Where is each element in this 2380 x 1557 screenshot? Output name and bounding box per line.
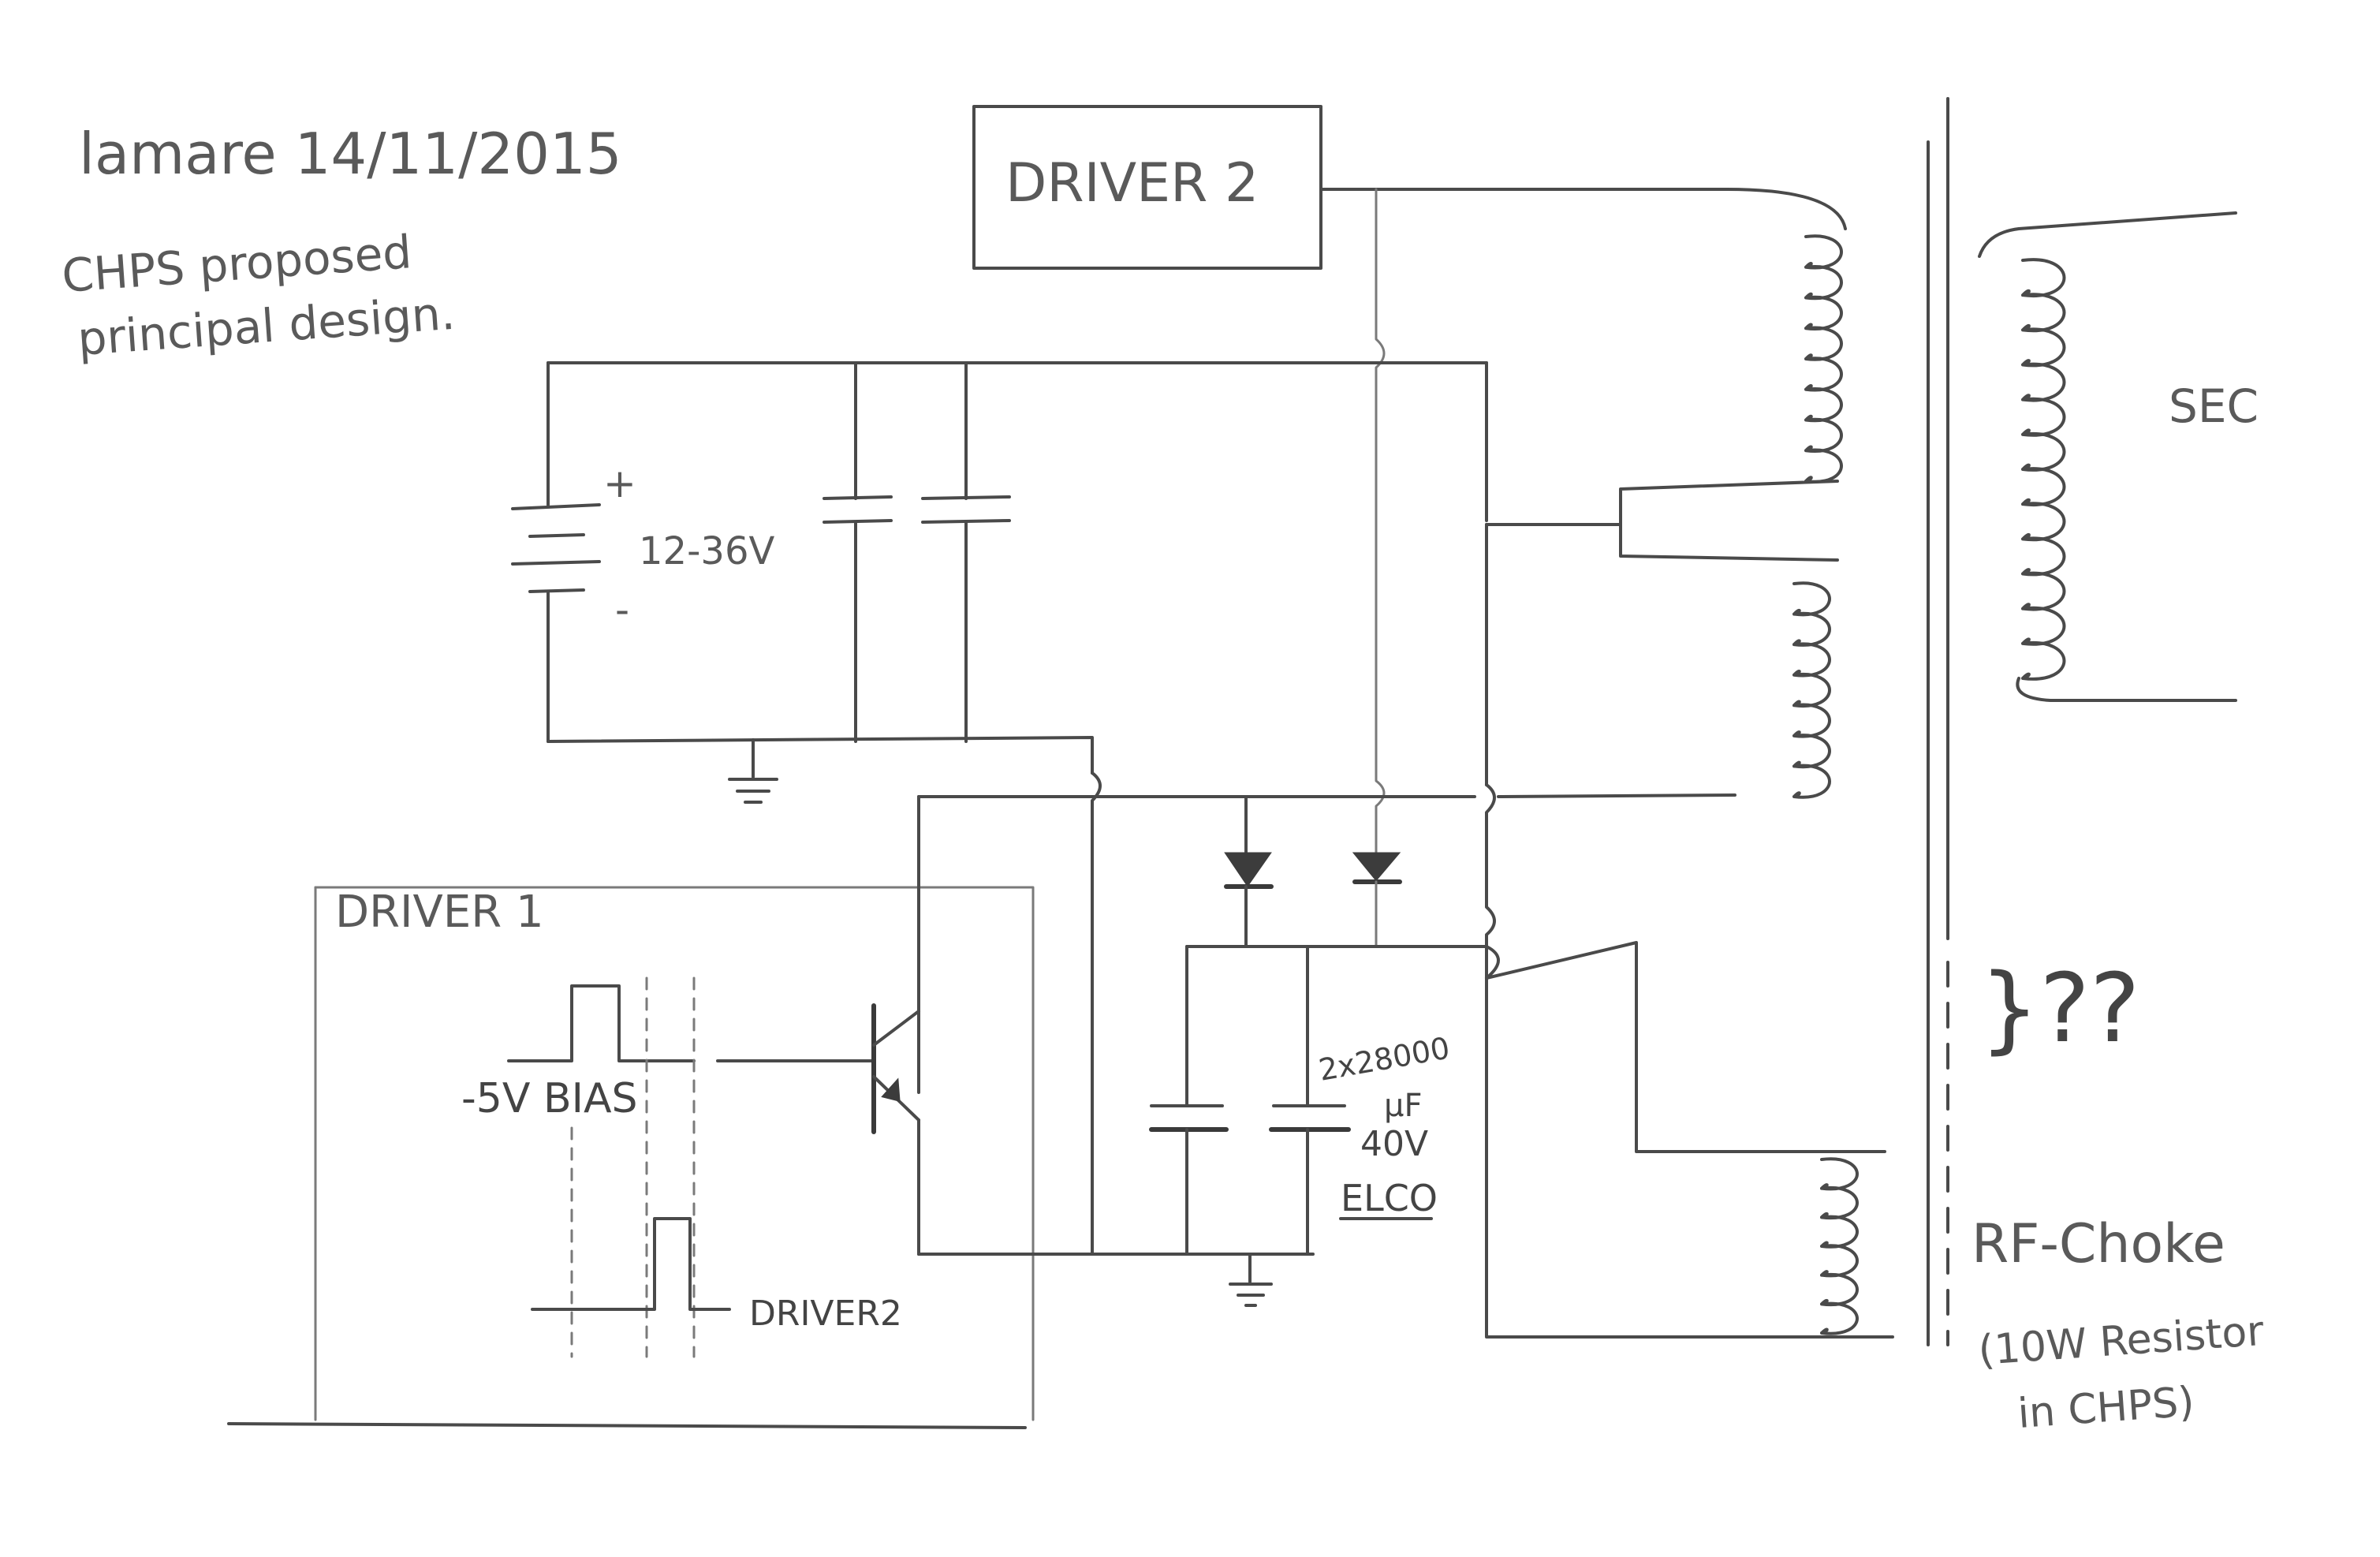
driver2-title: DRIVER 2 — [1005, 152, 1259, 215]
negative-rail-down — [1091, 771, 1102, 1256]
diode1-body — [1224, 852, 1272, 887]
diode2-body — [1352, 852, 1401, 882]
driver2-to-diode-wire — [1375, 188, 1386, 853]
secondary-coil — [2021, 258, 2066, 681]
driver2-waveform — [531, 1217, 731, 1311]
battery-minus-label: - — [615, 587, 629, 633]
rf-note-line1: (10W Resistor — [1977, 1308, 2266, 1375]
choke-feed-wire — [1485, 941, 1886, 1153]
switch-bus — [1367, 793, 1737, 798]
driver2-output-wire — [1319, 188, 1847, 230]
input-cap1-plate-a — [823, 495, 893, 500]
driver1-block-top-right — [314, 886, 1035, 1421]
driver1-block-bottom — [227, 1422, 1027, 1429]
driver2-signal-label: DRIVER2 — [749, 1294, 902, 1334]
primary-lower-coil — [1792, 581, 1831, 799]
battery-plate-2 — [528, 533, 585, 538]
transistor-emitter-arrow — [881, 1077, 901, 1102]
choke-return-wire — [1485, 976, 1894, 1339]
cap-type-label: ELCO — [1341, 1177, 1438, 1219]
cap-value-line3: 40V — [1360, 1124, 1428, 1164]
bias-waveform — [507, 984, 696, 1062]
cap-value-line1: 2x28000 — [1316, 1030, 1453, 1087]
caption-line2: principal design. — [76, 286, 457, 366]
battery-plus-label: + — [603, 461, 636, 506]
rf-note-line2: in CHPS) — [2016, 1378, 2196, 1437]
author-date-label: lamare 14/11/2015 — [79, 121, 622, 187]
input-cap2-plate-a — [921, 495, 1011, 500]
negative-rail — [547, 736, 1094, 775]
driver2-block — [972, 105, 1322, 270]
driver1-title: DRIVER 1 — [335, 887, 544, 938]
centertap-bracket — [1619, 480, 1839, 562]
question-marks: }?? — [1979, 954, 2140, 1064]
secondary-top-lead — [1978, 211, 2237, 258]
battery-plate-3 — [511, 560, 601, 566]
rail-crossover-wire — [1485, 783, 1496, 980]
rf-choke-label: RF-Choke — [1972, 1213, 2225, 1275]
cap-value-line2: μF — [1384, 1088, 1422, 1124]
secondary-label: SEC — [2169, 379, 2259, 433]
cap-bank-crossover — [1457, 945, 1500, 980]
rf-choke-coil — [1820, 1157, 1859, 1335]
bias-label: -5V BIAS — [461, 1075, 638, 1122]
secondary-bottom-lead — [2016, 677, 2237, 702]
collector-wire — [917, 795, 1370, 1094]
transistor-collector-leg — [872, 1010, 920, 1047]
caption-line1: CHPS proposed — [60, 225, 413, 303]
battery-voltage-label: 12-36V — [639, 529, 774, 573]
battery-plate-1 — [511, 503, 601, 510]
input-cap1-plate-b — [823, 519, 893, 524]
primary-upper-coil — [1804, 234, 1843, 484]
battery-plate-4 — [528, 588, 585, 593]
coils-group — [1792, 234, 2066, 1335]
